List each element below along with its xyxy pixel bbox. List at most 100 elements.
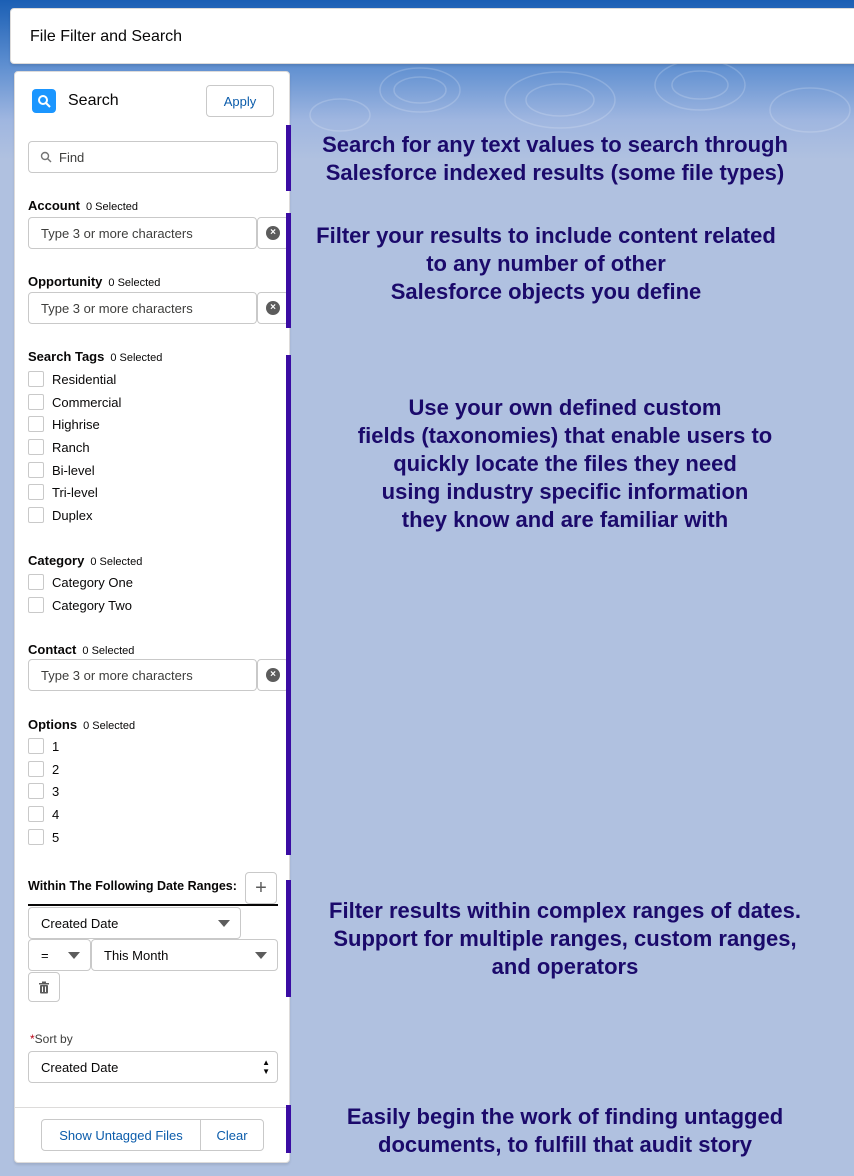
callout-taxonomy: Use your own defined custom fields (taxo… bbox=[357, 395, 773, 532]
checkbox[interactable] bbox=[28, 783, 44, 799]
option-3[interactable]: 3 bbox=[28, 782, 59, 800]
checkbox[interactable] bbox=[28, 574, 44, 590]
sort-label: *Sort by bbox=[30, 1032, 73, 1046]
add-range-button[interactable]: + bbox=[245, 872, 277, 904]
checkbox[interactable] bbox=[28, 462, 44, 478]
page-header: File Filter and Search bbox=[10, 8, 854, 64]
tag-option-highrise[interactable]: Highrise bbox=[28, 415, 100, 433]
find-placeholder: Find bbox=[59, 149, 85, 165]
checkbox[interactable] bbox=[28, 394, 44, 410]
footer-divider bbox=[15, 1107, 289, 1108]
option-label: 5 bbox=[52, 829, 60, 845]
tag-label: Duplex bbox=[52, 507, 93, 523]
option-5[interactable]: 5 bbox=[28, 828, 59, 846]
contact-placeholder: Type 3 or more characters bbox=[41, 667, 193, 683]
clear-button[interactable]: Clear bbox=[200, 1119, 264, 1151]
tag-label: Residential bbox=[52, 371, 117, 387]
tag-option-commercial[interactable]: Commercial bbox=[28, 393, 121, 411]
chevron-down-icon bbox=[68, 952, 80, 959]
checkbox[interactable] bbox=[28, 738, 44, 754]
callout-filter: Filter your results to include content r… bbox=[316, 223, 776, 304]
checkbox[interactable] bbox=[28, 761, 44, 777]
sort-arrows-icon: ▲▼ bbox=[262, 1058, 270, 1076]
callout-search: Search for any text values to search thr… bbox=[322, 132, 788, 185]
panel-title: Search bbox=[68, 92, 119, 109]
range-select[interactable]: This Month bbox=[91, 939, 278, 971]
required-mark: * bbox=[30, 1032, 35, 1046]
opportunity-input[interactable]: Type 3 or more characters bbox=[28, 292, 257, 324]
category-option-two[interactable]: Category Two bbox=[28, 596, 132, 614]
checkbox[interactable] bbox=[28, 829, 44, 845]
range-value: This Month bbox=[104, 947, 169, 963]
checkbox[interactable] bbox=[28, 416, 44, 432]
sort-label-text: Sort by bbox=[34, 1032, 73, 1046]
option-label: 4 bbox=[52, 806, 60, 822]
contact-count: 0 Selected bbox=[82, 645, 135, 657]
chevron-down-icon bbox=[218, 920, 230, 927]
date-field-value: Created Date bbox=[41, 915, 119, 931]
opportunity-count: 0 Selected bbox=[108, 277, 161, 289]
category-option-one[interactable]: Category One bbox=[28, 573, 133, 591]
plus-icon: + bbox=[255, 876, 267, 899]
option-1[interactable]: 1 bbox=[28, 737, 59, 755]
tag-option-ranch[interactable]: Ranch bbox=[28, 438, 90, 456]
checkbox[interactable] bbox=[28, 806, 44, 822]
topographic-pattern bbox=[309, 59, 851, 133]
search-icon bbox=[32, 89, 56, 113]
checkbox[interactable] bbox=[28, 597, 44, 613]
sort-select[interactable]: Created Date ▲▼ bbox=[28, 1051, 278, 1083]
date-ranges-label: Within The Following Date Ranges: bbox=[28, 879, 237, 893]
contact-clear-button[interactable]: × bbox=[257, 659, 289, 691]
checkbox[interactable] bbox=[28, 371, 44, 387]
category-option-label: Category One bbox=[52, 574, 133, 590]
tag-option-tri-level[interactable]: Tri-level bbox=[28, 483, 98, 501]
clear-icon: × bbox=[266, 301, 280, 315]
option-2[interactable]: 2 bbox=[28, 760, 59, 778]
chevron-down-icon bbox=[255, 952, 267, 959]
tag-option-duplex[interactable]: Duplex bbox=[28, 506, 92, 524]
checkbox[interactable] bbox=[28, 439, 44, 455]
opportunity-placeholder: Type 3 or more characters bbox=[41, 300, 193, 316]
operator-select[interactable]: = bbox=[28, 939, 91, 971]
tag-label: Highrise bbox=[52, 416, 100, 432]
callout-bar-filter bbox=[286, 213, 291, 328]
contact-input[interactable]: Type 3 or more characters bbox=[28, 659, 257, 691]
trash-icon bbox=[39, 981, 49, 993]
option-4[interactable]: 4 bbox=[28, 805, 59, 823]
callout-dates: Filter results within complex ranges of … bbox=[329, 898, 801, 979]
options-count: 0 Selected bbox=[83, 720, 136, 732]
find-input[interactable]: Find bbox=[28, 141, 278, 173]
category-count: 0 Selected bbox=[90, 556, 143, 568]
clear-icon: × bbox=[266, 668, 280, 682]
clear-icon: × bbox=[266, 226, 280, 240]
account-clear-button[interactable]: × bbox=[257, 217, 289, 249]
show-untagged-button[interactable]: Show Untagged Files bbox=[41, 1119, 201, 1151]
checkbox[interactable] bbox=[28, 507, 44, 523]
tag-option-bi-level[interactable]: Bi-level bbox=[28, 461, 95, 479]
account-input[interactable]: Type 3 or more characters bbox=[28, 217, 257, 249]
page-title: File Filter and Search bbox=[30, 28, 183, 45]
account-count: 0 Selected bbox=[86, 201, 138, 213]
callout-bar-taxonomy bbox=[286, 355, 291, 855]
callout-untagged: Easily begin the work of finding untagge… bbox=[346, 1104, 784, 1157]
apply-button[interactable]: Apply bbox=[206, 85, 274, 117]
callout-bar-dates bbox=[286, 880, 291, 997]
opportunity-clear-button[interactable]: × bbox=[257, 292, 289, 324]
tag-label: Commercial bbox=[52, 394, 122, 410]
callout-bar-search bbox=[286, 125, 291, 191]
tag-option-residential[interactable]: Residential bbox=[28, 370, 116, 388]
find-search-icon bbox=[40, 151, 52, 166]
delete-range-button[interactable] bbox=[28, 972, 60, 1002]
checkbox[interactable] bbox=[28, 484, 44, 500]
option-label: 2 bbox=[52, 761, 60, 777]
callout-bar-untagged bbox=[286, 1105, 291, 1153]
operator-value: = bbox=[41, 947, 49, 963]
date-range-divider bbox=[28, 904, 278, 906]
date-field-select[interactable]: Created Date bbox=[28, 907, 241, 939]
